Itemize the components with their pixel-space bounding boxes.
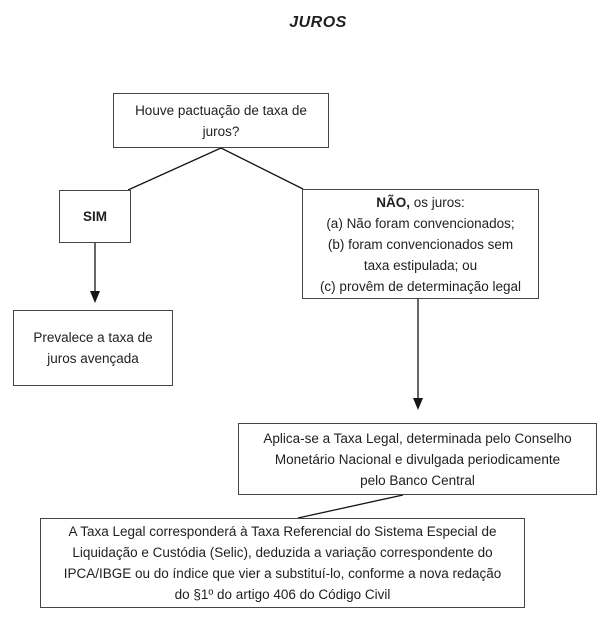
question-text-line: Houve pactuação de taxa de xyxy=(135,102,307,118)
nao-box: NÃO, os juros: (a) Não foram convenciona… xyxy=(302,189,539,299)
connector-taxa-to-selic xyxy=(297,494,404,519)
nao-item-line: (c) provêm de determinação legal xyxy=(319,278,522,294)
selic-text-line: Liquidação e Custódia (Selic), deduzida … xyxy=(72,545,493,560)
prevalece-box: Prevalece a taxa de juros avençada xyxy=(13,310,173,386)
selic-box: A Taxa Legal corresponderá à Taxa Refere… xyxy=(40,518,525,608)
prevalece-text-line: juros avençada xyxy=(47,351,139,366)
taxa-legal-text-line: Monetário Nacional e divulgada periodica… xyxy=(274,451,561,467)
sim-box: SIM xyxy=(59,190,131,243)
selic-text-line: IPCA/IBGE ou do índice que vier a substi… xyxy=(63,566,502,581)
question-text-line: juros? xyxy=(202,123,240,139)
arrowhead-nao-to-taxa xyxy=(413,398,423,410)
nao-lead-line: NÃO, os juros: xyxy=(376,192,465,213)
taxa-legal-box: Aplica-se a Taxa Legal, determinada pelo… xyxy=(238,423,597,495)
taxa-legal-text-line: pelo Banco Central xyxy=(360,472,475,488)
sim-label: SIM xyxy=(82,209,107,224)
question-box: Houve pactuação de taxa de juros? xyxy=(113,93,329,148)
prevalece-text-line: Prevalece a taxa de xyxy=(33,330,153,345)
nao-item-line: (b) foram convencionados sem xyxy=(327,236,514,252)
selic-text-line: do §1º do artigo 406 do Código Civil xyxy=(174,587,391,602)
connector-question-to-nao xyxy=(220,147,304,190)
selic-text-line: A Taxa Legal corresponderá à Taxa Refere… xyxy=(68,524,497,539)
page-title: JUROS xyxy=(289,14,347,31)
taxa-legal-text-line: Aplica-se a Taxa Legal, determinada pelo… xyxy=(263,430,572,446)
arrowhead-sim-to-prevalece xyxy=(90,291,100,303)
connector-question-to-sim xyxy=(127,147,222,191)
nao-lead-rest: os juros: xyxy=(409,194,465,210)
nao-item-line: taxa estipulada; ou xyxy=(363,257,478,273)
nao-item-line: (a) Não foram convencionados; xyxy=(326,215,515,231)
nao-lead-bold: NÃO, xyxy=(376,194,410,210)
